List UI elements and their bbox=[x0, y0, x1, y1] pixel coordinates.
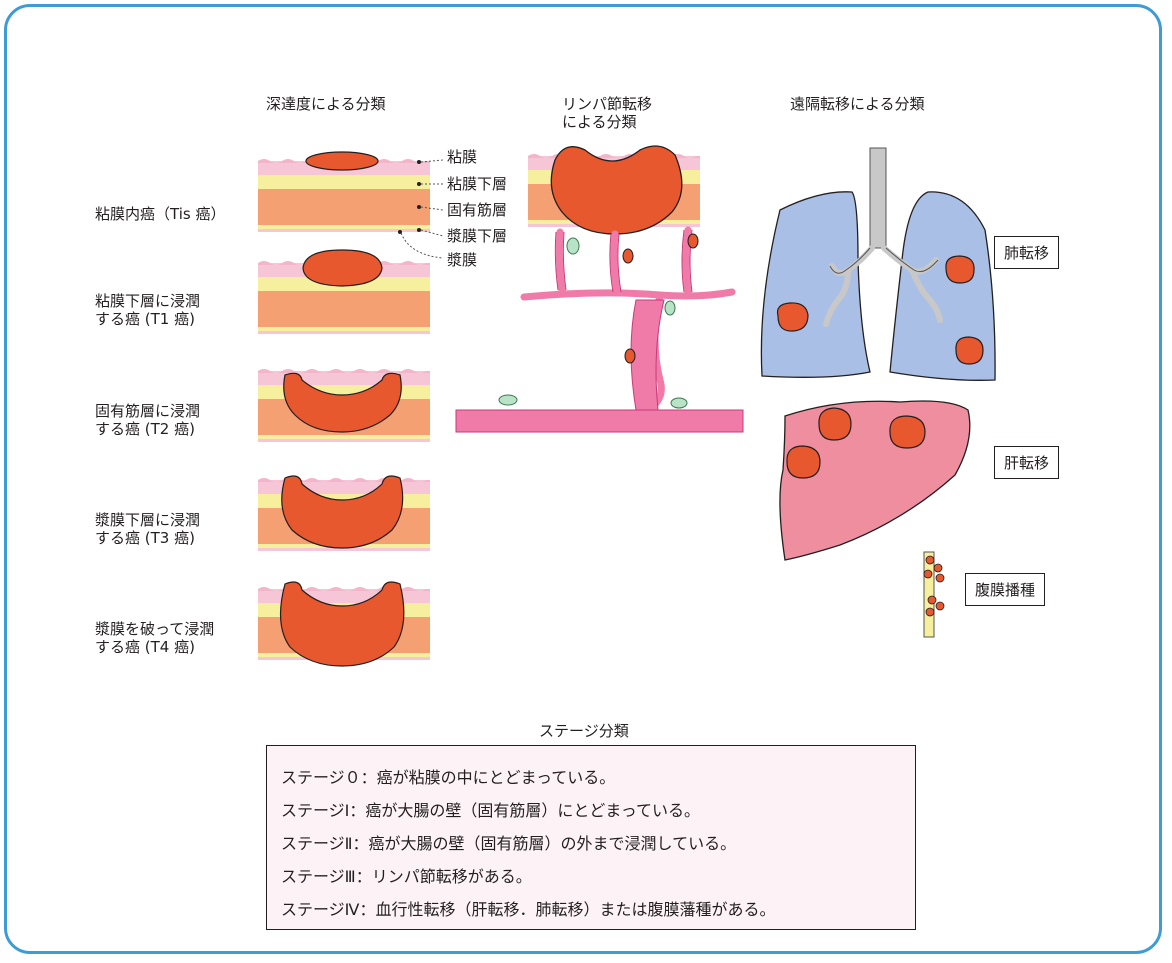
lymph-diagram bbox=[456, 146, 743, 432]
stage-line-2: ステージⅡ：癌が大腸の壁（固有筋層）の外まで浸潤している。 bbox=[281, 830, 736, 854]
tumor-t1 bbox=[303, 250, 382, 286]
liver-diagram bbox=[780, 401, 970, 560]
stage-line-3: ステージⅢ：リンパ節転移がある。 bbox=[281, 863, 532, 887]
wall-t3 bbox=[258, 476, 430, 551]
stage-line-0: ステージ０：癌が粘膜の中にとどまっている。 bbox=[281, 764, 615, 788]
tumor-tis bbox=[306, 152, 378, 170]
stage-line-1: ステージⅠ：癌が大腸の壁（固有筋層）にとどまっている。 bbox=[281, 797, 700, 821]
stage-classification-title: ステージ分類 bbox=[539, 722, 629, 740]
wall-tis bbox=[258, 152, 443, 258]
wall-t4 bbox=[258, 582, 430, 666]
stage-line-4: ステージⅣ：血行性転移（肝転移．肺転移）または腹膜藩種がある。 bbox=[281, 896, 775, 920]
wall-t2 bbox=[258, 369, 430, 442]
peritoneum-diagram bbox=[924, 552, 944, 637]
lungs-diagram bbox=[761, 148, 995, 380]
stage-classification-box: ステージ０：癌が粘膜の中にとどまっている。 ステージⅠ：癌が大腸の壁（固有筋層）… bbox=[266, 745, 916, 930]
wall-t1 bbox=[258, 250, 430, 334]
